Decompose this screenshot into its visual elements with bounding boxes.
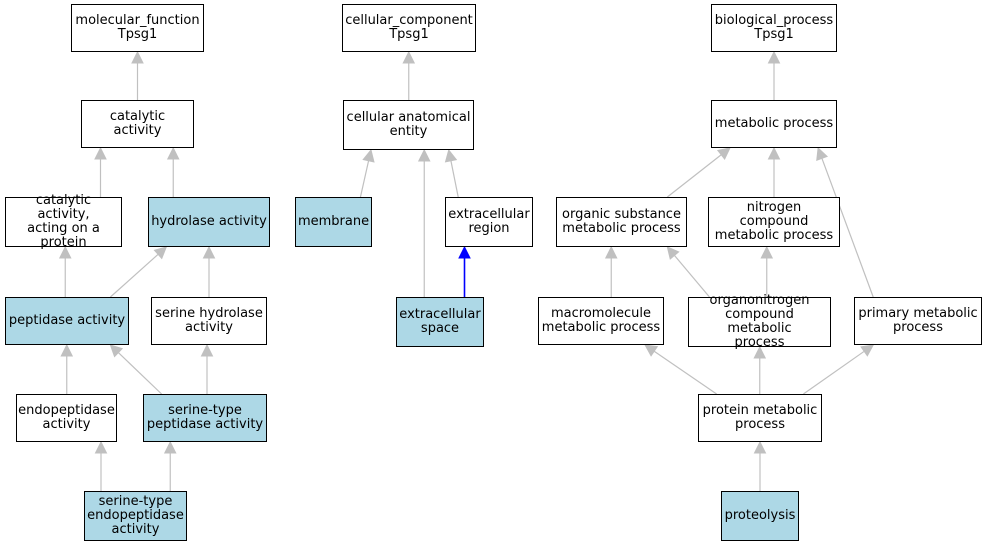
node-organonitrogen-compound-metabolic-process[interactable]: organonitrogen compound metabolic proces…	[688, 294, 831, 350]
edge-arrowhead-protein-to-organonit	[753, 345, 767, 359]
node-extracellular-space[interactable]: extracellular space	[396, 297, 484, 347]
node-membrane[interactable]: membrane	[295, 197, 372, 247]
node-proteolysis[interactable]: proteolysis	[721, 491, 799, 541]
edge-arrowhead-peptidase-to-hydrolase	[153, 246, 168, 260]
node-metabolic-process[interactable]: metabolic process	[711, 100, 837, 148]
node-cellular-anatomical-entity[interactable]: cellular anatomical entity	[343, 100, 474, 150]
node-organic-substance-metabolic-process[interactable]: organic substance metabolic process	[556, 197, 687, 247]
edge-line-primary-to-metabolic	[821, 158, 874, 298]
edge-arrowhead-proteolysis-to-protein	[753, 440, 767, 454]
edge-arrowhead-protein-to-primary	[860, 344, 875, 357]
node-peptidase-activity[interactable]: peptidase activity	[5, 297, 129, 345]
edge-arrowhead-cat_act-to-mf_root	[131, 50, 144, 64]
edge-arrowhead-ser_endo-to-endopep	[94, 440, 108, 454]
edge-arrowhead-macro-to-org_sub	[604, 245, 618, 259]
edge-arrowhead-endopep-to-peptidase	[60, 343, 74, 357]
node-molecular-function[interactable]: molecular_function Tpsg1	[71, 4, 204, 52]
node-serine-type-peptidase-activity[interactable]: serine-type peptidase activity	[143, 394, 267, 442]
edge-arrowhead-ext_space-to-cell_anat	[417, 148, 431, 162]
node-catalytic-activity[interactable]: catalytic activity	[81, 100, 194, 148]
edge-arrowhead-metabolic-to-bp_root	[767, 50, 781, 64]
edge-arrowhead-organonit-to-nitrogen	[760, 245, 774, 259]
edge-arrowhead-cell_anat-to-cc_root	[402, 50, 416, 64]
edge-arrowhead-protein-to-macro	[644, 344, 659, 357]
edge-line-org_sub-to-metabolic	[666, 154, 722, 198]
node-catalytic-activity-on-protein[interactable]: catalytic activity, acting on a protein	[5, 194, 122, 250]
edge-arrowhead-organonit-to-org_sub	[666, 246, 680, 260]
node-serine-hydrolase-activity[interactable]: serine hydrolase activity	[151, 297, 267, 345]
edge-line-protein-to-macro	[653, 350, 717, 395]
edge-arrowhead-primary-to-metabolic	[816, 146, 829, 161]
node-extracellular-region[interactable]: extracellular region	[445, 197, 533, 247]
edge-arrowhead-nitrogen-to-metabolic	[767, 146, 781, 160]
edge-line-protein-to-primary	[803, 350, 865, 395]
edge-arrowhead-ser_endo-to-ser_pep	[163, 440, 177, 454]
node-primary-metabolic-process[interactable]: primary metabolic process	[854, 297, 982, 345]
node-serine-type-endopeptidase-activity[interactable]: serine-type endopeptidase activity	[84, 491, 187, 541]
edge-arrowhead-org_sub-to-metabolic	[716, 147, 731, 161]
edge-line-peptidase-to-hydrolase	[109, 253, 159, 298]
edge-arrowhead-hydrolase-to-cat_act	[166, 146, 180, 160]
node-macromolecule-metabolic-process[interactable]: macromolecule metabolic process	[538, 297, 664, 345]
node-protein-metabolic-process[interactable]: protein metabolic process	[698, 394, 822, 442]
edge-line-ext_region-to-cell_anat	[450, 160, 459, 198]
edge-arrowhead-ext_region-to-cell_anat	[444, 148, 458, 163]
edge-arrowhead-ser_pep-to-peptidase	[109, 344, 124, 358]
edge-line-organonit-to-org_sub	[673, 255, 710, 298]
edge-arrowhead-ext_space-to-ext_region	[458, 245, 471, 259]
edge-arrowhead-ser_hydro-to-hydrolase	[202, 245, 216, 259]
node-cellular-component[interactable]: cellular_component Tpsg1	[342, 4, 476, 52]
edge-arrowhead-ser_pep-to-ser_hydro	[200, 343, 214, 357]
edge-line-ser_pep-to-peptidase	[117, 352, 163, 395]
node-hydrolase-activity[interactable]: hydrolase activity	[148, 197, 270, 247]
edge-arrowhead-membrane-to-cell_anat	[362, 148, 375, 163]
node-endopeptidase-activity[interactable]: endopeptidase activity	[16, 394, 117, 442]
node-biological-process[interactable]: biological_process Tpsg1	[711, 4, 837, 52]
edge-arrowhead-cat_prot-to-cat_act	[94, 146, 107, 160]
edge-line-membrane-to-cell_anat	[359, 160, 370, 198]
edge-arrowhead-peptidase-to-cat_prot	[58, 245, 72, 259]
node-nitrogen-compound-metabolic-process[interactable]: nitrogen compound metabolic process	[708, 197, 840, 247]
